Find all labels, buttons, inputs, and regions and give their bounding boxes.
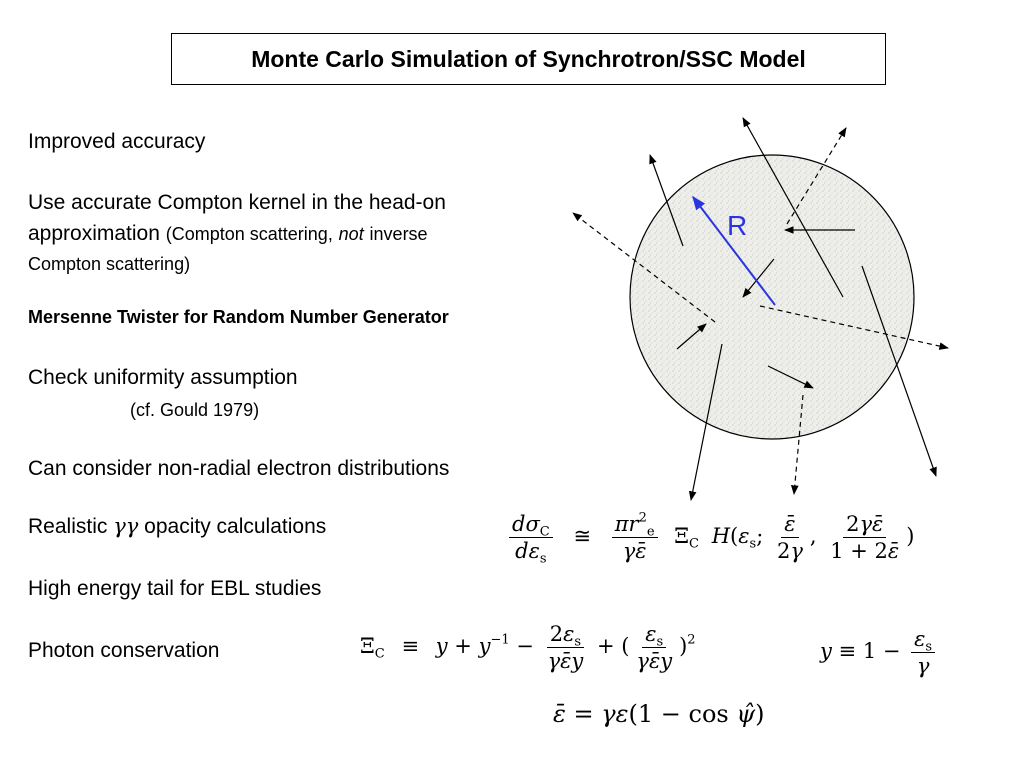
bullet-compton-line1: Use accurate Compton kernel in the head-… — [28, 191, 446, 214]
gamma-gamma-symbol: γγ — [113, 514, 139, 538]
compton-paren-pre: (Compton scattering, — [165, 224, 333, 244]
bullet-non-radial: Can consider non-radial electron distrib… — [28, 457, 450, 480]
bullet-compton-line2: approximation (Compton scattering, not i… — [28, 220, 428, 248]
bullet-uniformity: Check uniformity assumption — [28, 366, 298, 389]
photon-path-dashed — [786, 127, 847, 225]
bullet-photon-conservation: Photon conservation — [28, 639, 220, 662]
photon-path-solid — [649, 154, 684, 247]
bullet-compton-line3: Compton scattering) — [28, 254, 191, 274]
photon-path-dashed — [790, 394, 804, 495]
realistic-pre: Realistic — [28, 515, 108, 538]
bullet-high-energy: High energy tail for EBL studies — [28, 577, 322, 600]
photon-path-solid — [742, 117, 844, 298]
bullet-realistic: Realistic γγ opacity calculations — [28, 513, 326, 540]
photon-path-solid — [767, 365, 814, 389]
equation-epsilon-bar: ε̄ = γε(1 − cos ψ̂) — [553, 700, 765, 728]
photon-path-solid — [688, 343, 723, 501]
bullet-improved-accuracy: Improved accuracy — [28, 130, 206, 153]
compton-not-text: not — [338, 224, 364, 244]
bullet-gould: (cf. Gould 1979) — [130, 400, 260, 420]
radius-arrow — [692, 195, 776, 306]
radius-label: R — [727, 210, 747, 241]
page-title: Monte Carlo Simulation of Synchrotron/SS… — [171, 33, 886, 85]
photon-path-dashed — [572, 212, 716, 323]
photon-path-solid — [861, 265, 937, 477]
emission-sphere — [629, 154, 915, 440]
realistic-post: opacity calculations — [144, 515, 327, 538]
photon-path-solid — [742, 258, 775, 298]
photon-path-solid — [676, 323, 707, 350]
compton-paren-post: inverse — [369, 224, 428, 244]
bullet-mersenne: Mersenne Twister for Random Number Gener… — [28, 307, 449, 327]
emission-region-diagram: R — [572, 117, 949, 501]
compton-approximation-text: approximation — [28, 222, 160, 245]
